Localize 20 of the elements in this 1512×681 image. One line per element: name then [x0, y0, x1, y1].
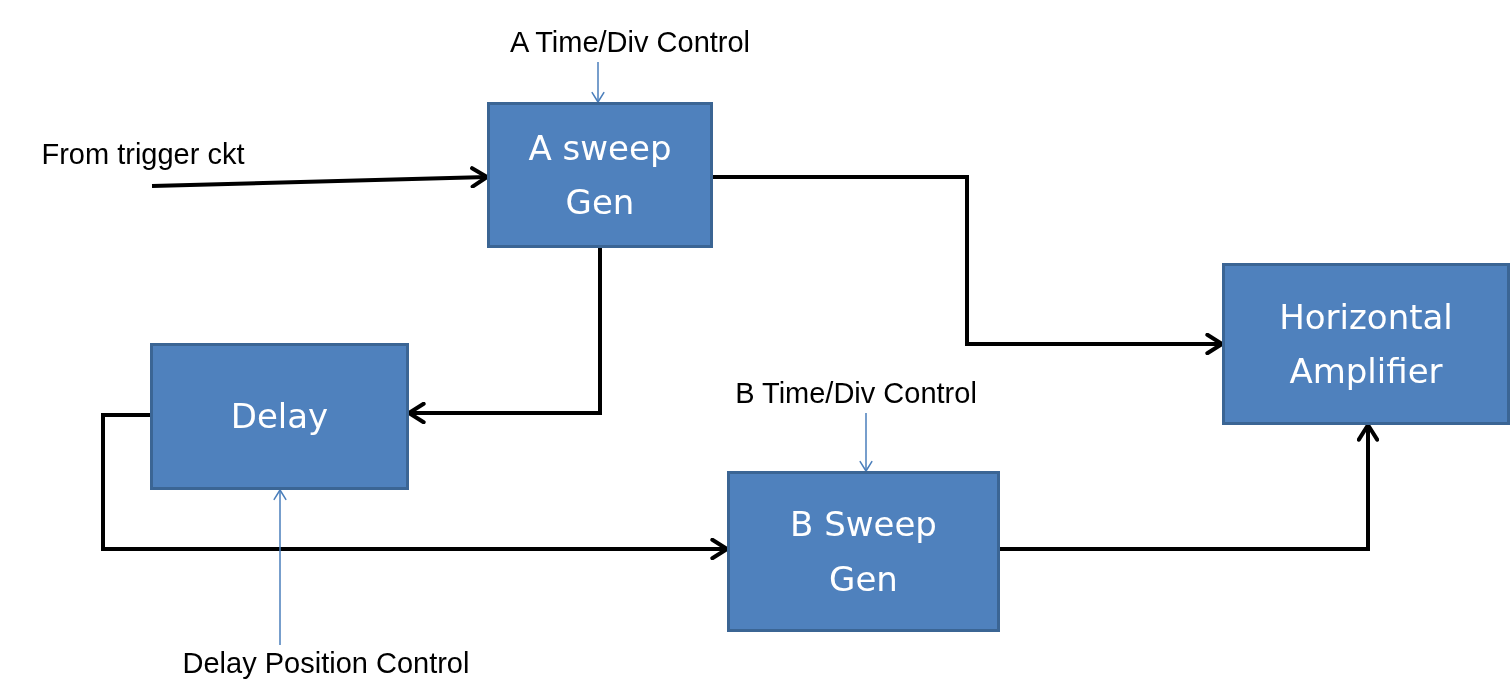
process-block [1222, 263, 1510, 425]
arrow [151, 166, 489, 189]
block-label: A sweep Gen [527, 126, 673, 224]
input-label: From trigger ckt [41, 137, 245, 171]
block-label: B Sweep Gen [789, 503, 938, 601]
arrow [273, 489, 287, 646]
input-label: Delay Position Control [182, 646, 470, 680]
process-block [487, 102, 713, 248]
arrow [713, 175, 1224, 356]
arrow [1000, 423, 1380, 551]
process-block [727, 471, 1000, 632]
input-label: B Time/Div Control [735, 376, 977, 410]
arrow [591, 61, 605, 103]
arrow [859, 412, 873, 472]
input-label: A Time/Div Control [509, 25, 751, 59]
arrow [407, 248, 602, 425]
arrow [101, 413, 729, 561]
process-block [150, 343, 409, 490]
block-label: Delay [230, 395, 329, 439]
block-label: Horizontal Amplifier [1278, 295, 1454, 393]
